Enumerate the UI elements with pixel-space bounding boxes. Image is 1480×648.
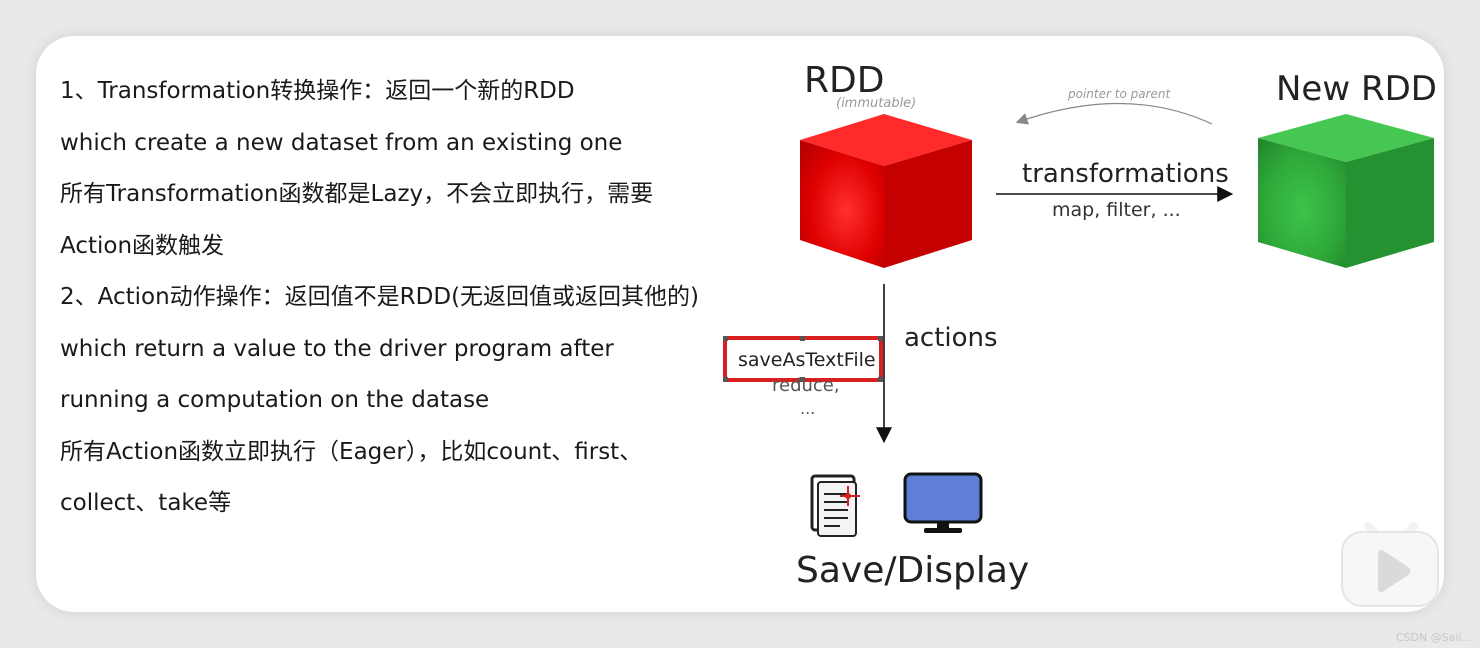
pointer-to-parent-arrow (1015, 102, 1213, 125)
video-play-badge[interactable] (1338, 506, 1442, 610)
text-line-1: 1、Transformation转换操作：返回一个新的RDD (60, 78, 575, 104)
text-line-8: 所有Action函数立即执行（Eager），比如count、first、 (60, 438, 643, 465)
reduce-label: reduce, (772, 375, 840, 396)
text-line-5: 2、Action动作操作：返回值不是RDD(无返回值或返回其他的) (60, 284, 700, 310)
text-line-6: which return a value to the driver progr… (60, 335, 614, 362)
text-line-3: 所有Transformation函数都是Lazy，不会立即执行，需要 (60, 181, 654, 207)
save-display-label: Save/Display (796, 550, 1029, 591)
ellipsis-label: ... (800, 399, 815, 418)
document-icon (810, 474, 860, 537)
monitor-icon (903, 472, 983, 533)
text-line-7: running a computation on the datase (60, 387, 490, 413)
text-line-2: which create a new dataset from an exist… (60, 129, 623, 156)
rdd-cube (800, 114, 972, 268)
play-icon (1341, 522, 1439, 607)
text-line-9: collect、take等 (60, 490, 232, 516)
slide: 1、Transformation转换操作：返回一个新的RDD which cre… (36, 36, 1444, 612)
text-block: 1、Transformation转换操作：返回一个新的RDD which cre… (60, 66, 750, 530)
transformations-examples: map, filter, ... (1052, 199, 1181, 221)
rdd-label: RDD (804, 60, 884, 101)
rdd-diagram: RDD (immutable) pointer to parent transf… (723, 60, 1437, 591)
watermark: CSDN @Sail... (1395, 631, 1472, 644)
pointer-to-parent-label: pointer to parent (1067, 87, 1171, 101)
save-as-text-label: saveAsTextFile (738, 349, 876, 371)
actions-label: actions (904, 323, 998, 353)
transformations-label: transformations (1022, 159, 1229, 189)
new-rdd-label: New RDD (1276, 69, 1437, 109)
text-line-4: Action函数触发 (60, 232, 225, 259)
immutable-label: (immutable) (836, 96, 916, 111)
new-rdd-cube (1258, 114, 1434, 268)
